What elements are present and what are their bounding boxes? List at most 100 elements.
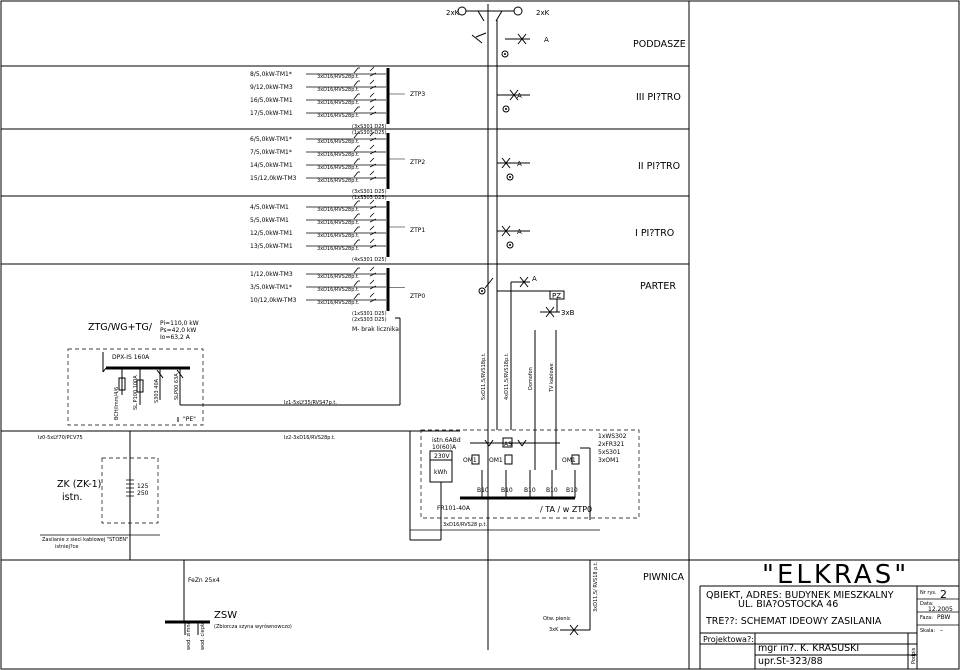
ztp1-circuit-1: 4/5,0kW-TM1 <box>250 204 289 211</box>
title-adres: UL. BIA?OSTOCKA 46 <box>738 599 838 610</box>
ztp2-breaker-3 <box>353 158 360 165</box>
ztp3-breaker-1 <box>353 67 360 74</box>
ztp0-cable-2: 3xD16/RVS28p.t. <box>317 287 360 293</box>
ztp2-rcd-2 <box>369 144 377 155</box>
ztp1-breaker-2 <box>353 213 360 220</box>
ta-label: / TA / w ZTP0 <box>540 505 592 514</box>
projektowal-label: Projektowa?: <box>703 635 754 644</box>
om1-a: OM1 <box>463 457 477 464</box>
as-box <box>502 437 513 448</box>
ztp2-breaker-2 <box>353 145 360 152</box>
ztp1-cable-4: 3xD16/RVS28p.t. <box>317 246 360 252</box>
faza-value: PBW <box>937 614 951 621</box>
meter-label-1: istn.6ABd <box>432 437 461 444</box>
ztp3-breaker-2 <box>353 80 360 87</box>
ztp1-cable-3: 3xD16/RVS28p.t. <box>317 233 360 239</box>
legend-4: 3xOM1 <box>598 457 619 464</box>
ztp3-name: ZTP3 <box>410 91 425 98</box>
meter-label-2: 10(60)A <box>432 444 457 451</box>
iz0-label: Iz0-5xLY70/PCV75 <box>38 435 83 441</box>
skala-label: Skala: <box>920 628 935 634</box>
fr-label: FR101-40A <box>437 505 471 512</box>
vcable-2: 4xD11,5/RVS18p.t. <box>504 352 510 400</box>
vcable-tv: TV kablowe <box>549 363 555 393</box>
ztp0-name: ZTP0 <box>410 293 425 300</box>
a-label-floor2: A <box>517 160 522 168</box>
ztp3-rcd-4 <box>369 105 377 116</box>
ztp2-rcd-1 <box>369 131 377 142</box>
title-obiekt: QBIEKT, ADRES: BUDYNEK MIESZKALNY <box>706 590 894 601</box>
ztp3-foot-1: (3xS301 D25) <box>352 124 387 130</box>
ztp3-cable-2: 3xD16/RVS28p.t. <box>317 87 360 93</box>
zk-name: ZK (ZK-1) <box>57 479 101 490</box>
floor-label-parter: PARTER <box>640 281 676 292</box>
ztp2-cable-2: 3xD16/RVS28p.t. <box>317 152 360 158</box>
ztp1-breaker-1 <box>353 200 360 207</box>
ztp1-cable-1: 3xD16/RVS28p.t. <box>317 207 360 213</box>
ztp3-circuit-1: 8/5,0kW-TM1* <box>250 71 292 78</box>
ztp2-breaker-1 <box>353 132 360 139</box>
company-name: "ELKRAS" <box>762 560 909 590</box>
parter-distribution: A PZ 3xB <box>478 275 575 470</box>
floor-label-poddasze: PODDASZE <box>633 39 686 50</box>
wod-ciepla: wod. ciepła <box>200 622 206 650</box>
ztp1-cable-2: 3xD16/RVS28p.t. <box>317 220 360 226</box>
ztp2-rcd-3 <box>369 157 377 168</box>
ztp-boards: 8/5,0kW-TM1* 3xD16/RVS28p.t. 9/12,0kW-TM3 3… <box>250 66 405 323</box>
vcable-1: 5xD11,5/RVS18p.t. <box>481 352 487 400</box>
b10-2: B10 <box>501 487 513 494</box>
ztp3-circuit-4: 17/5,0kW-TM1 <box>250 110 293 117</box>
floor-label-pietro3: III PI?TRO <box>636 92 681 103</box>
ztg-label: ZTG/WG+TG/ <box>88 322 153 333</box>
zasilanie-1: Zasilanie z sieci kablowej "STOEN" <box>42 537 128 543</box>
zsw-name: ZSW <box>214 610 237 621</box>
fezn-label: FeZn 25x4 <box>188 577 220 584</box>
ztp2-circuit-4: 15/12,0kW-TM3 <box>250 175 297 182</box>
otw-label-2: 3xK <box>549 627 559 633</box>
ztp0-cable-1: 3xD16/RVS28p.t. <box>317 274 360 280</box>
data-value: 12.2005 <box>928 606 953 613</box>
meter-board-box <box>420 429 640 519</box>
ztp3-rcd-1 <box>369 66 377 77</box>
ztg-ps: Ps=42,0 kW <box>160 327 196 334</box>
ztp1-name: ZTP1 <box>410 227 425 234</box>
ztp2-cable-3: 3xD16/RVS28p.t. <box>317 165 360 171</box>
meter-volt: 230V <box>434 453 450 460</box>
a-label-poddasze: A <box>544 36 549 44</box>
bottom-cable-label: 3xD16/RVS28 p.t. <box>443 522 488 528</box>
right-frame <box>688 0 960 670</box>
b10-4: B10 <box>546 487 558 494</box>
legend-1: 1xWS302 <box>598 433 627 440</box>
top-label-2xk-left: 2xK <box>446 9 460 17</box>
ztp1-foot-1: (4xS301 D25) <box>352 257 387 263</box>
ztp2-circuit-2: 7/5,0kW-TM1* <box>250 149 292 156</box>
ztp3-rcd-2 <box>369 79 377 90</box>
ztp3-foot-2: (1xS303 D25) <box>352 130 387 136</box>
ztp2-cable-1: 3xD16/RVS28p.t. <box>317 139 360 145</box>
scheme-s303: S303 40A <box>154 378 160 403</box>
ztp1-rcd-2 <box>369 212 377 223</box>
iz2-label: Iz2-3xD16/RVS28p.t. <box>284 435 336 441</box>
floor1-switch: A <box>497 225 530 249</box>
as-label: AS <box>504 441 512 448</box>
zk-fuse-125: 125 <box>137 483 149 490</box>
zk-istn: istn. <box>62 492 82 503</box>
brak-licznika-note: M- brak licznika <box>352 326 399 333</box>
pz-label: PZ <box>552 292 561 300</box>
floor2-switch: A <box>497 157 530 181</box>
ztp3-circuit-2: 9/12,0kW-TM3 <box>250 84 293 91</box>
poddasze-switches: 2xK 2xK A <box>446 6 550 58</box>
nr-rys-value: 2 <box>940 588 947 601</box>
upr: upr.St-323/88 <box>758 656 823 667</box>
scheme-slp00: SLP00 63A <box>174 373 180 400</box>
legend-2: 2xFR321 <box>598 441 625 448</box>
ztp1-rcd-1 <box>369 199 377 210</box>
ztp3-circuit-3: 16/5,0kW-TM1 <box>250 97 293 104</box>
ztp0-rcd-1 <box>369 266 377 277</box>
xb-label: 3xB <box>561 309 575 317</box>
ztp2-foot-2: (1xS303 D25) <box>352 195 387 201</box>
ztp3-breaker-4 <box>353 106 360 113</box>
otw-label-1: Otw. pienic <box>543 616 571 622</box>
ztp0-breaker-1 <box>353 267 360 274</box>
